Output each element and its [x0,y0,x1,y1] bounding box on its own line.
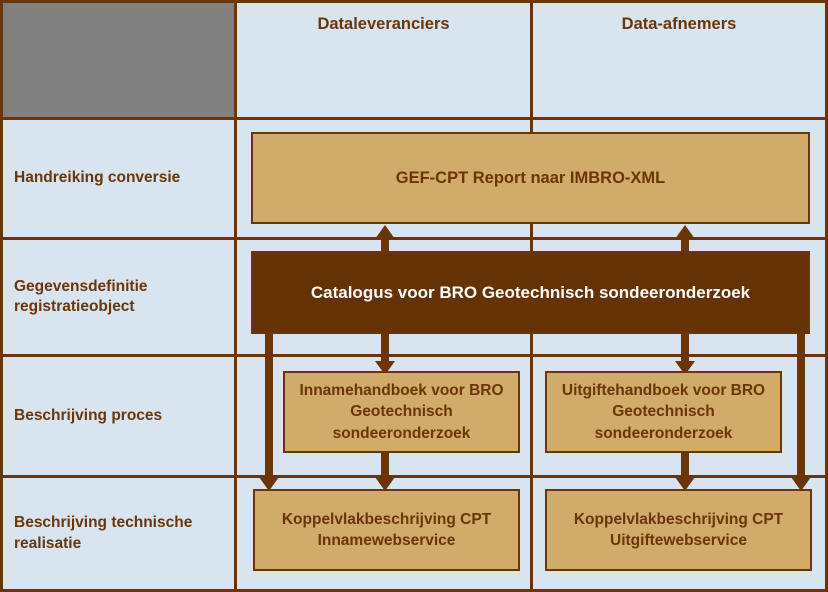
arrow-head-down-icon [675,477,695,491]
box-label: Uitgiftehandboek voor BRO Geotechnisch s… [561,381,766,442]
row-label-handreiking-conversie: Handreiking conversie [0,120,236,237]
box-label: Koppelvlakbeschrijving CPT Uitgiftewebse… [573,510,784,549]
arrow-shaft [681,452,689,481]
row-label-text: Handreiking conversie [14,169,181,187]
box-gef-cpt-report[interactable]: GEF-CPT Report naar IMBRO-XML [251,132,810,224]
column-header-data-afnemers: Data-afnemers [621,14,737,33]
box-innamehandboek[interactable]: Innamehandboek voor BRO Geotechnisch son… [283,371,520,453]
arrow-shaft [681,333,689,365]
box-label: GEF-CPT Report naar IMBRO-XML [395,168,666,187]
box-label: Catalogus voor BRO Geotechnisch sondeero… [310,282,751,302]
row-label-gegevensdefinitie-registratieobject: Gegevensdefinitie registratieobject [0,240,236,354]
connector-catalogus-to-uitgiftehandboek [675,333,695,375]
grid-line-row2-top [0,237,828,240]
grid-line-row4-top [0,475,828,478]
row-label-text: Beschrijving technische realisatie [14,514,193,552]
arrow-head-down-icon [791,477,811,491]
row-label-text: Gegevensdefinitie registratieobject [14,277,148,315]
grid-line-row3-top [0,354,828,357]
arrow-shaft [381,452,389,481]
row-label-text: Beschrijving proces [14,406,163,424]
box-label: Koppelvlakbeschrijving CPT Innamewebserv… [281,510,492,549]
box-koppelvlak-uitgifte[interactable]: Koppelvlakbeschrijving CPT Uitgiftewebse… [545,489,812,571]
arrow-head-up-icon [375,225,395,239]
row-label-beschrijving-technische-realisatie: Beschrijving technische realisatie [0,478,236,589]
column-header-dataleveranciers: Dataleveranciers [317,14,450,33]
grid-line-col-label [234,0,237,592]
arrow-head-down-icon [375,477,395,491]
box-label: Innamehandboek voor BRO Geotechnisch son… [299,381,504,442]
box-koppelvlak-inname[interactable]: Koppelvlakbeschrijving CPT Innamewebserv… [253,489,520,571]
connector-uitgiftehandboek-to-koppelvlak-uitgifte [675,452,695,491]
row-label-beschrijving-proces: Beschrijving proces [0,357,236,475]
connector-catalogus-to-koppelvlak-inname [259,333,279,491]
header-corner-block [0,0,236,118]
connector-catalogus-to-innamehandboek [375,333,395,375]
connector-catalogus-to-koppelvlak-uitgifte [791,333,811,491]
grid-line-left-edge [0,0,3,592]
arrow-head-down-icon [259,477,279,491]
grid-line-row1-top [0,117,828,120]
arrow-shaft [797,333,805,481]
arrow-head-up-icon [675,225,695,239]
grid-line-bottom [0,589,828,592]
arrow-shaft [381,333,389,365]
box-catalogus-bro[interactable]: Catalogus voor BRO Geotechnisch sondeero… [251,251,810,334]
grid-line-right-edge [825,0,828,592]
arrow-shaft [265,333,273,481]
box-uitgiftehandboek[interactable]: Uitgiftehandboek voor BRO Geotechnisch s… [545,371,782,453]
grid-line-top [0,0,828,3]
connector-innamehandboek-to-koppelvlak-inname [375,452,395,491]
